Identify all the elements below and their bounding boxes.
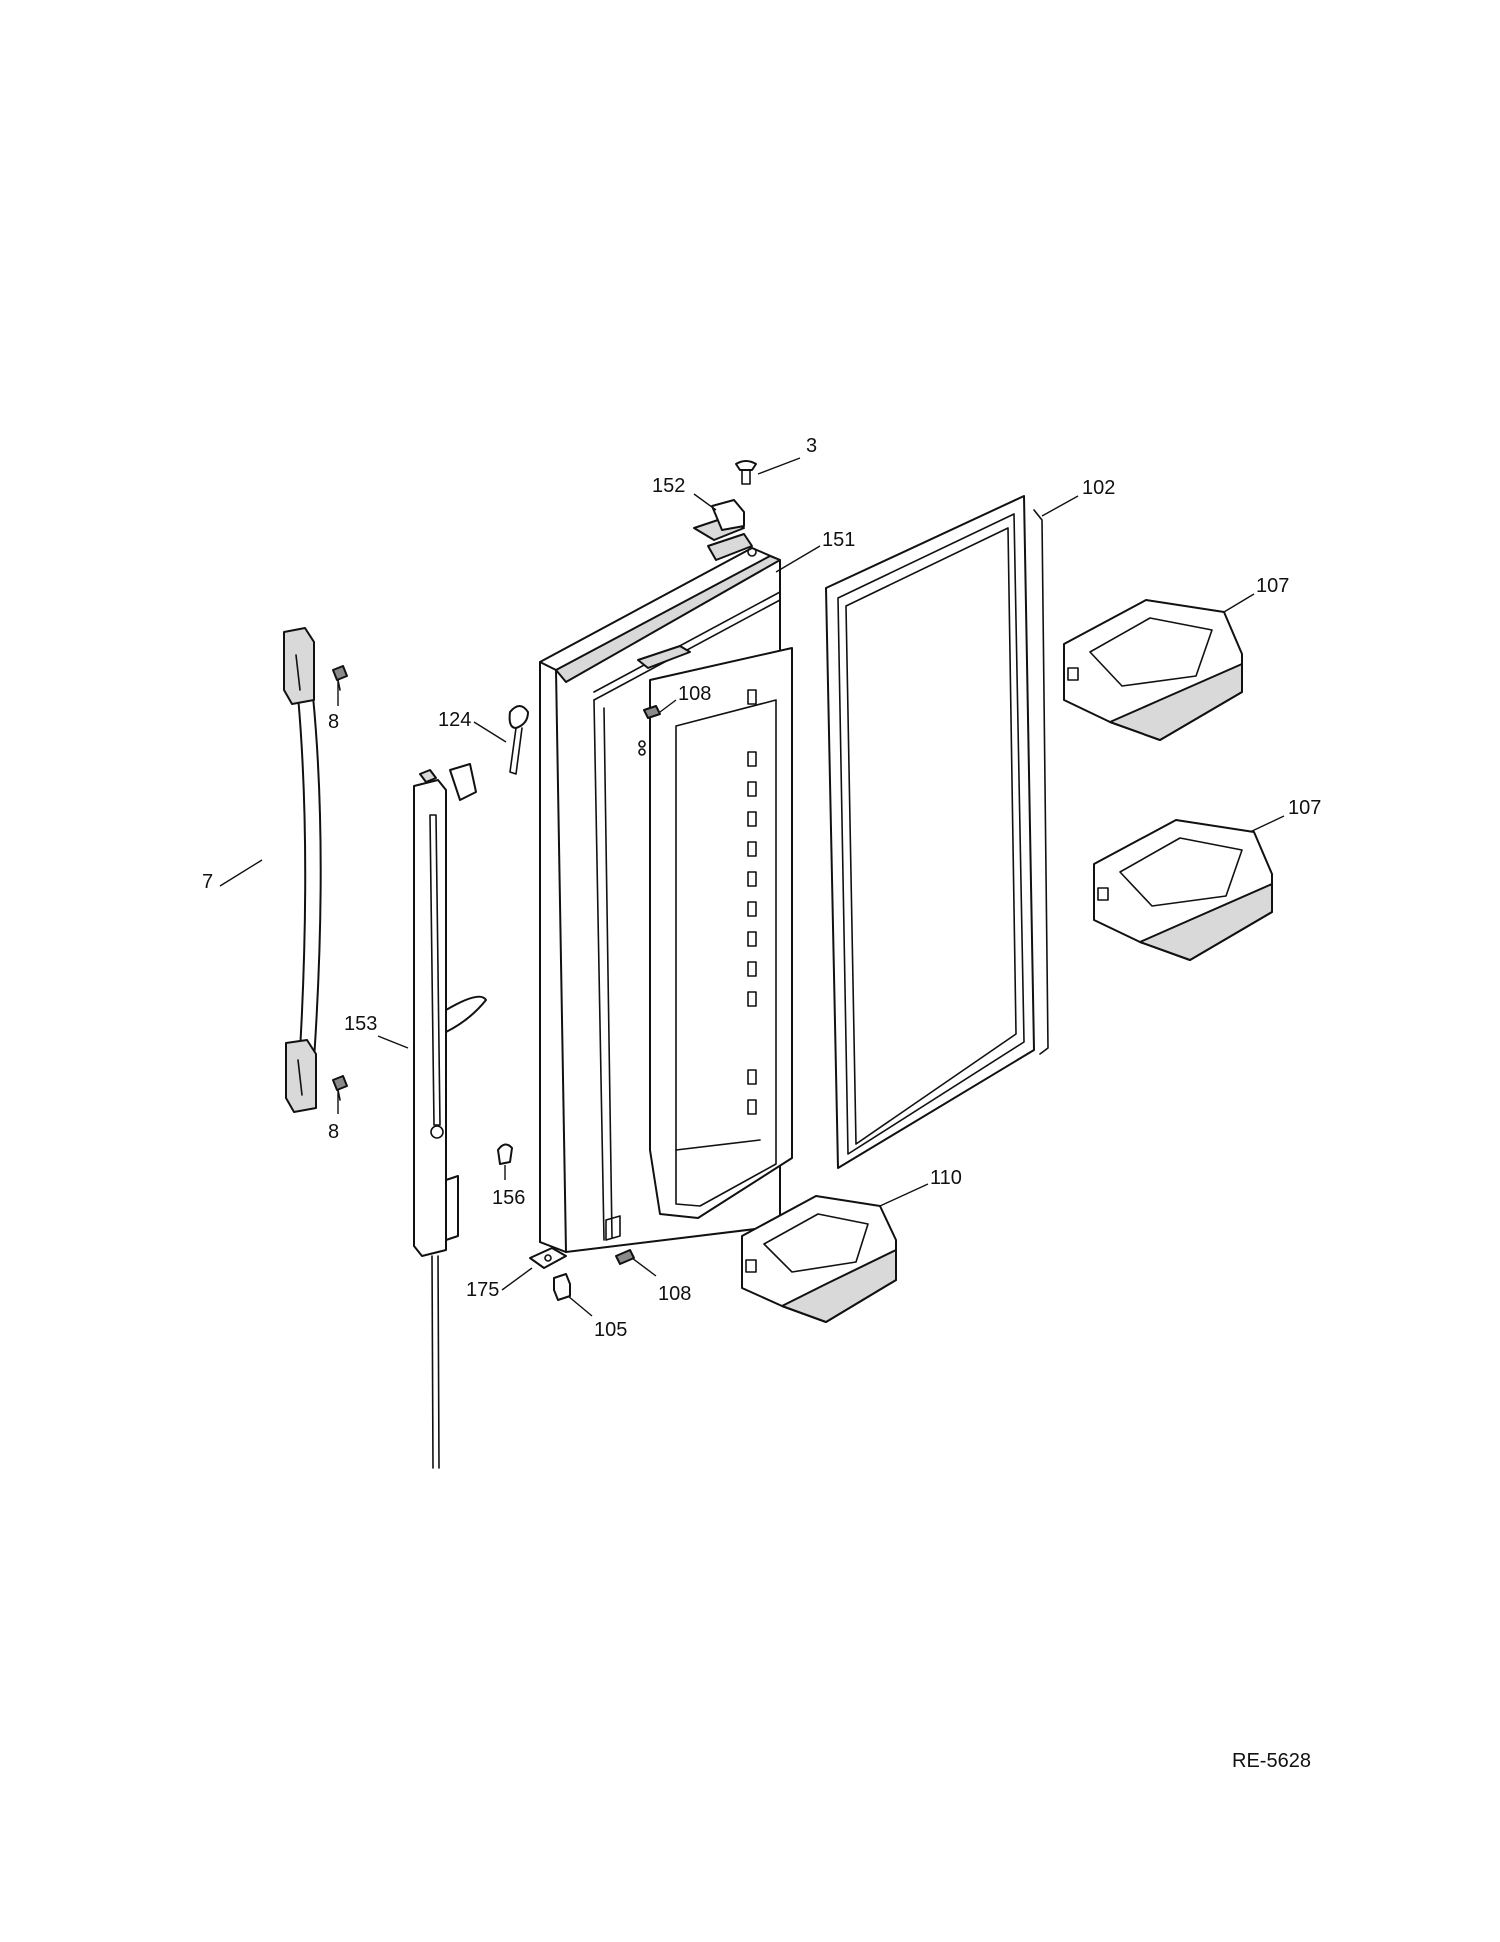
top-hinge-cap: [693, 499, 745, 541]
door-pin-bottom: [615, 1249, 635, 1265]
callout-151: 151: [822, 529, 855, 551]
leader-lines: [219, 457, 1285, 1317]
door-bin-upper: [1063, 599, 1243, 741]
top-screw: [735, 460, 757, 485]
callout-153: 153: [344, 1013, 377, 1035]
callout-8-top: 8: [328, 711, 339, 733]
door-body: [539, 533, 793, 1253]
callout-labels: 3 152 151 102 107 107 108 124 8 7 153 8 …: [202, 435, 1321, 1341]
door-handle: [283, 627, 322, 1113]
callout-3: 3: [806, 435, 817, 457]
callout-110: 110: [930, 1167, 962, 1189]
shelf-slot-markers: [747, 689, 757, 1115]
door-clip: [508, 705, 529, 775]
callout-107-lower: 107: [1288, 797, 1321, 819]
door-bin-lower: [1093, 819, 1273, 961]
handle-screw-bottom: [332, 1075, 348, 1101]
callout-152: 152: [652, 475, 685, 497]
callout-102: 102: [1082, 477, 1115, 499]
callout-8-bottom: 8: [328, 1121, 339, 1143]
callout-108-top: 108: [678, 683, 711, 705]
door-gasket: [825, 495, 1049, 1169]
bottom-hinge-plate: [529, 1247, 567, 1269]
handle-screw-top: [332, 665, 348, 691]
callout-124: 124: [438, 709, 471, 731]
door-pin-top: [643, 705, 661, 719]
door-bin-small: [741, 1195, 897, 1323]
callout-7: 7: [202, 871, 213, 893]
callout-175: 175: [466, 1279, 499, 1301]
callout-156: 156: [492, 1187, 525, 1209]
callout-107-upper: 107: [1256, 575, 1289, 597]
hinge-bar: [413, 763, 487, 1469]
callout-105: 105: [594, 1319, 627, 1341]
callout-108-bottom: 108: [658, 1283, 691, 1305]
hole-cap: [497, 1143, 513, 1165]
diagram-reference-code: RE-5628: [1232, 1750, 1311, 1772]
door-bushing: [553, 1273, 571, 1301]
